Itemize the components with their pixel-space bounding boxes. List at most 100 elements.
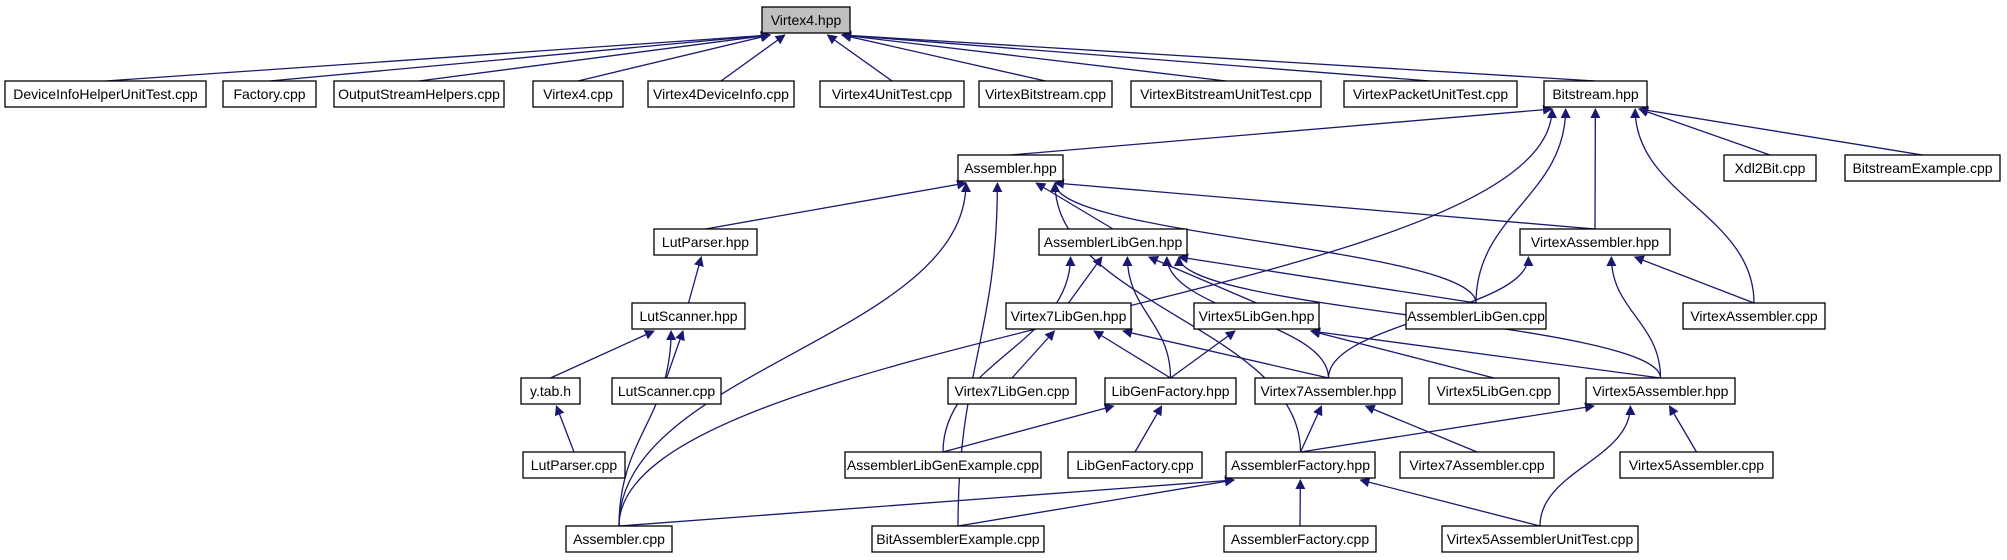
edge-n10-to-n0 — [841, 30, 1596, 82]
node-virtex5assembler-hpp[interactable]: Virtex5Assembler.hpp — [1585, 377, 1736, 405]
node-box — [1585, 377, 1736, 405]
node-lutscanner-cpp[interactable]: LutScanner.cpp — [611, 377, 722, 405]
node-box — [520, 377, 581, 405]
node-box — [1441, 525, 1639, 553]
edge-n16-to-n11 — [1054, 178, 1596, 230]
edge-n25-to-n19 — [1170, 330, 1236, 379]
node-label: Virtex4.hpp — [771, 12, 842, 28]
node-box — [761, 6, 851, 34]
node-label: VirtexAssembler.cpp — [1690, 308, 1818, 324]
edge-n38-to-n32 — [1359, 477, 1541, 527]
node-box — [1343, 80, 1518, 108]
node-libgenfactory-cpp[interactable]: LibGenFactory.cpp — [1067, 451, 1203, 479]
edge-n20-to-n10 — [1475, 108, 1571, 304]
edge-n2-to-n0 — [269, 30, 771, 82]
edge-n25-to-n18 — [1093, 330, 1171, 379]
node-bitstreamexample-cpp[interactable]: BitstreamExample.cpp — [1844, 154, 2001, 182]
node-box — [1723, 154, 1817, 182]
node-label: Virtex5LibGen.cpp — [1437, 383, 1552, 399]
edge-n30-to-n15 — [942, 256, 1076, 453]
node-label: Virtex4.cpp — [543, 86, 613, 102]
edge-n24-to-n18 — [1011, 330, 1056, 379]
node-virtex7assembler-cpp[interactable]: Virtex7Assembler.cpp — [1399, 451, 1555, 479]
node-virtex5assemblerunittest-cpp[interactable]: Virtex5AssemblerUnitTest.cpp — [1441, 525, 1639, 553]
node-label: Virtex7LibGen.hpp — [1011, 308, 1127, 324]
node-label: Assembler.cpp — [573, 531, 665, 547]
node-lutparser-hpp[interactable]: LutParser.hpp — [653, 228, 758, 256]
edge-n31-to-n25 — [1134, 405, 1163, 453]
node-virtex4-hpp[interactable]: Virtex4.hpp — [761, 6, 851, 34]
node-box — [532, 80, 624, 108]
node-box — [1428, 377, 1560, 405]
node-virtexbitstream-cpp[interactable]: VirtexBitstream.cpp — [978, 80, 1113, 108]
node-box — [1399, 451, 1555, 479]
node-factory-cpp[interactable]: Factory.cpp — [222, 80, 317, 108]
node-virtex7libgen-hpp[interactable]: Virtex7LibGen.hpp — [1005, 302, 1132, 330]
node-assemblerlibgen-hpp[interactable]: AssemblerLibGen.hpp — [1038, 228, 1188, 256]
node-virtex4unittest-cpp[interactable]: Virtex4UnitTest.cpp — [819, 80, 965, 108]
node-virtex4-cpp[interactable]: Virtex4.cpp — [532, 80, 624, 108]
node-virtexbitstreamunittest-cpp[interactable]: VirtexBitstreamUnitTest.cpp — [1130, 80, 1322, 108]
edge-n17-to-n14 — [687, 256, 704, 304]
edge-n26-to-n18 — [1122, 328, 1329, 379]
node-y-tab-h[interactable]: y.tab.h — [520, 377, 581, 405]
node-virtex5libgen-hpp[interactable]: Virtex5LibGen.hpp — [1193, 302, 1320, 330]
node-label: VirtexBitstream.cpp — [985, 86, 1106, 102]
node-label: LutScanner.cpp — [618, 383, 716, 399]
node-lutscanner-hpp[interactable]: LutScanner.hpp — [631, 302, 746, 330]
edge-n36-to-n32 — [957, 476, 1235, 527]
node-assemblerlibgenexample-cpp[interactable]: AssemblerLibGenExample.cpp — [844, 451, 1042, 479]
node-virtex7assembler-hpp[interactable]: Virtex7Assembler.hpp — [1254, 377, 1403, 405]
edge-n30-to-n25 — [942, 403, 1115, 453]
node-label: LutParser.hpp — [662, 234, 749, 250]
node-assemblerfactory-cpp[interactable]: AssemblerFactory.cpp — [1223, 525, 1377, 553]
node-label: Virtex7Assembler.hpp — [1261, 383, 1397, 399]
node-box — [611, 377, 722, 405]
node-virtexassembler-cpp[interactable]: VirtexAssembler.cpp — [1682, 302, 1826, 330]
node-virtex5assembler-cpp[interactable]: Virtex5Assembler.cpp — [1619, 451, 1774, 479]
edge-n3-to-n0 — [418, 31, 771, 82]
node-label: AssemblerFactory.cpp — [1231, 531, 1369, 547]
node-assembler-cpp[interactable]: Assembler.cpp — [565, 525, 673, 553]
edge-n22-to-n17 — [550, 330, 655, 379]
edge-n20-to-n15 — [1178, 253, 1477, 304]
node-assembler-hpp[interactable]: Assembler.hpp — [957, 154, 1064, 182]
node-xdl2bit-cpp[interactable]: Xdl2Bit.cpp — [1723, 154, 1817, 182]
node-label: Factory.cpp — [233, 86, 305, 102]
node-box — [947, 377, 1077, 405]
node-box — [1193, 302, 1320, 330]
node-virtex4deviceinfo-cpp[interactable]: Virtex4DeviceInfo.cpp — [647, 80, 795, 108]
node-virtexpacketunittest-cpp[interactable]: VirtexPacketUnitTest.cpp — [1343, 80, 1518, 108]
edge-n9-to-n0 — [841, 30, 1431, 82]
node-virtex5libgen-cpp[interactable]: Virtex5LibGen.cpp — [1428, 377, 1560, 405]
node-outputstreamhelpers-cpp[interactable]: OutputStreamHelpers.cpp — [333, 80, 505, 108]
edge-n8-to-n0 — [841, 31, 1227, 82]
node-virtexassembler-hpp[interactable]: VirtexAssembler.hpp — [1519, 228, 1671, 256]
node-box — [1682, 302, 1826, 330]
node-bitstream-hpp[interactable]: Bitstream.hpp — [1543, 80, 1648, 108]
node-assemblerlibgen-cpp[interactable]: AssemblerLibGen.cpp — [1405, 302, 1547, 330]
edge-n32-to-n26 — [1299, 405, 1323, 453]
node-libgenfactory-hpp[interactable]: LibGenFactory.hpp — [1104, 377, 1237, 405]
node-label: AssemblerLibGen.hpp — [1044, 234, 1183, 250]
node-deviceinfohelperunittest-cpp[interactable]: DeviceInfoHelperUnitTest.cpp — [4, 80, 207, 108]
node-label: LibGenFactory.cpp — [1076, 457, 1193, 473]
node-label: DeviceInfoHelperUnitTest.cpp — [13, 86, 198, 102]
edge-n21-to-n10 — [1630, 108, 1755, 304]
node-label: Virtex4DeviceInfo.cpp — [653, 86, 789, 102]
edge-n21-to-n16 — [1633, 255, 1755, 304]
node-virtex7libgen-cpp[interactable]: Virtex7LibGen.cpp — [947, 377, 1077, 405]
node-box — [1844, 154, 2001, 182]
edge-n29-to-n22 — [554, 405, 575, 453]
edge-n28-to-n19 — [1310, 327, 1661, 379]
edge-n38-to-n28 — [1539, 405, 1636, 527]
node-assemblerfactory-hpp[interactable]: AssemblerFactory.hpp — [1225, 451, 1376, 479]
node-bitassemblerexample-cpp[interactable]: BitAssemblerExample.cpp — [871, 525, 1045, 553]
node-box — [222, 80, 317, 108]
node-box — [522, 451, 626, 479]
node-lutparser-cpp[interactable]: LutParser.cpp — [522, 451, 626, 479]
edge-n6-to-n0 — [826, 34, 893, 82]
node-box — [1038, 228, 1188, 256]
edge-n35-to-n11 — [618, 182, 971, 527]
